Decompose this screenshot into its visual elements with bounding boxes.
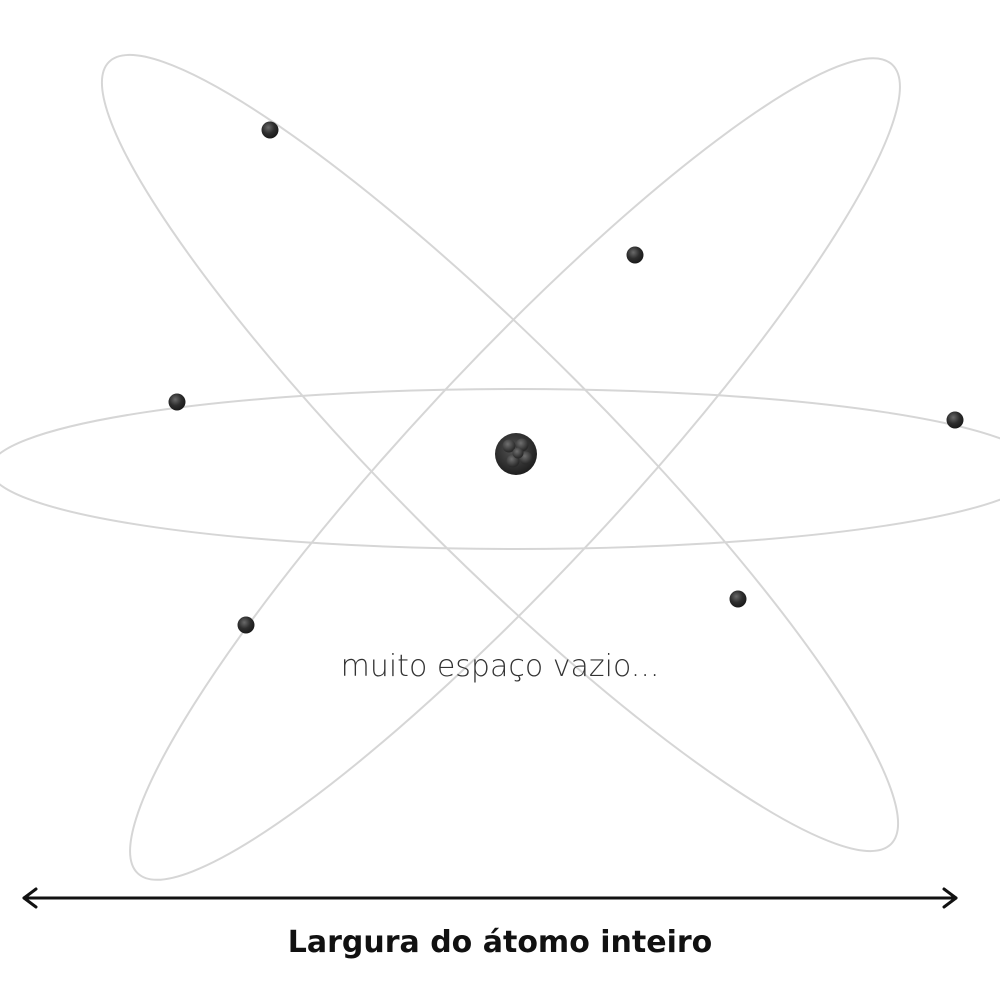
electron-icon — [729, 590, 747, 608]
electron-icon — [261, 121, 279, 139]
double-arrow-icon — [22, 887, 958, 909]
electron-icon — [237, 616, 255, 634]
electron-icon — [626, 246, 644, 264]
electron-icon — [946, 411, 964, 429]
orbit-diagonal-down — [100, 53, 900, 853]
electrons — [168, 121, 964, 634]
nucleus-icon — [495, 433, 537, 475]
orbit-diagonal-up — [129, 57, 901, 881]
atom-width-label: Largura do átomo inteiro — [288, 925, 713, 960]
empty-space-caption: muito espaço vazio... — [341, 649, 660, 684]
orbit-horizontal — [0, 388, 1000, 550]
electron-icon — [168, 393, 186, 411]
